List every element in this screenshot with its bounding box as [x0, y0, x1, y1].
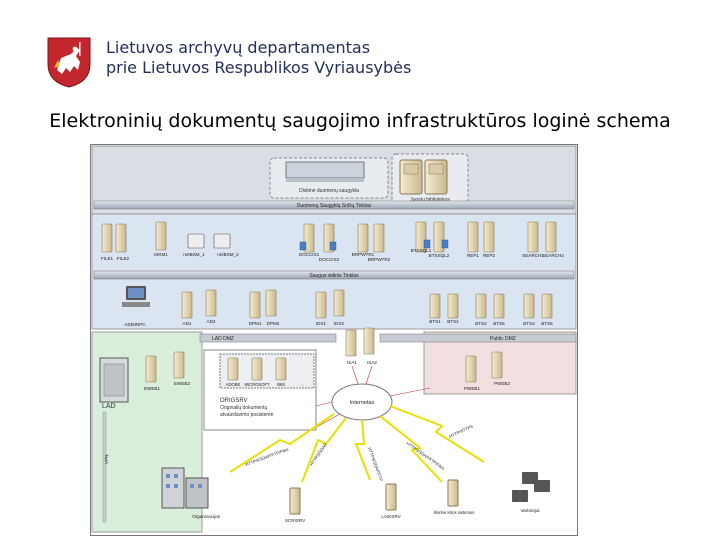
page-title: Elektroninių dokumentų saugojimo infrast…	[49, 110, 671, 132]
server-label-doccix2: DOCCIX2	[319, 257, 340, 262]
server-label-netbsm2: netBSM_2	[217, 252, 239, 257]
server-label-idx1: IDX1	[316, 321, 327, 326]
server-row-2-icons	[181, 289, 553, 319]
server-label-brpwtr2: BRPWTR2	[368, 257, 391, 262]
server-label-bts3: BTS3	[523, 321, 535, 326]
pweb-server-icons	[465, 351, 503, 383]
server-label-brpwtr1: BRPWTR1	[352, 252, 375, 257]
eweb2-label: EWEB2	[174, 381, 191, 386]
tape-label: Juostų bibliotekos	[410, 197, 450, 203]
lad-label: LAD	[102, 403, 116, 410]
client-laiksrv-label: LAIKSRV	[381, 514, 401, 519]
server-label-bts5: BTS5	[493, 321, 505, 326]
app-label-adobe: ADOBE	[226, 382, 241, 387]
san-bus	[93, 200, 575, 210]
pweb2-label: PWEB2	[494, 381, 511, 386]
vpn-link	[102, 411, 107, 523]
origsrv-app-servers	[227, 357, 287, 381]
eweb-server-icons	[145, 351, 185, 383]
db-cylinders	[299, 239, 449, 251]
client-external-system-label: Išorinė Kitos sistemos	[434, 510, 475, 515]
app-label-more: ...	[300, 382, 304, 387]
origsrv-desc-1: Originalių dokumentų	[220, 405, 267, 411]
public-dmz-bar	[379, 333, 577, 343]
server-label-btssql1: BTSSQL1	[411, 248, 432, 253]
storage-label: Diskinė duomenų saugykla	[299, 188, 359, 194]
server-label-idx2: IDX2	[334, 321, 345, 326]
tape-library-icon	[399, 159, 448, 195]
server-label-search2: SEARCH2	[542, 253, 564, 258]
organization-name-line1: Lietuvos archyvų departamentas	[106, 38, 371, 57]
inner-network-bus	[93, 270, 575, 280]
server-label-file1: FILE1	[101, 256, 114, 261]
pweb1-label: PWEB1	[464, 386, 481, 391]
server-label-file2: FILE2	[117, 256, 130, 261]
server-label-rep1: REP1	[467, 253, 479, 258]
san-bus-label: Duomenų Saugyklų Sričių Tinklas	[297, 203, 372, 209]
server-label-bts4: BTS4	[447, 319, 459, 324]
isa1-label: ISA1	[347, 360, 357, 365]
external-system-server-icon	[447, 479, 459, 507]
isa-server-icons	[345, 327, 375, 357]
server-label-ad1: AD1	[183, 321, 192, 326]
server-label-dpm2: DPM2	[267, 321, 280, 326]
server-label-search1: SEARCH1	[522, 253, 544, 258]
admin-pc-icon	[122, 286, 150, 307]
app-label-ibm: IBM	[277, 382, 285, 387]
lad-dmz-label: LAD DMZ	[212, 336, 234, 342]
server-label-bts2: BTS2	[475, 321, 487, 326]
laiksrv-server-icon	[385, 483, 397, 511]
client-scrisrv-label: SCRISRV	[285, 518, 306, 523]
organization-header: Lietuvos archyvų departamentas prie Liet…	[44, 36, 464, 92]
server-label-mgm1: MGM1	[154, 252, 168, 257]
organizations-building-icon	[161, 467, 209, 509]
origsrv-desc-2: atvaizdavimo posistemė	[220, 412, 274, 418]
internet-label: Internetas	[350, 400, 375, 406]
server-label-adminpc: ADMINPC	[124, 322, 146, 327]
infrastructure-diagram: Diskinė duomenų saugykla Juostų bibliote…	[90, 144, 578, 536]
lad-dmz-bar	[199, 333, 337, 343]
origsrv-title: ORIGSRV	[220, 398, 248, 404]
server-label-bts6: BTS6	[541, 321, 553, 326]
lad-server-icon	[99, 357, 129, 403]
lightning-links	[229, 405, 485, 483]
scrisrv-server-icon	[289, 487, 301, 515]
lithuania-coat-of-arms-logo	[47, 37, 91, 88]
eweb1-label: EWEB1	[144, 386, 161, 391]
server-label-dpm1: DPM1	[249, 321, 262, 326]
organization-name-line2: prie Lietuvos Respublikos Vyriausybės	[106, 58, 412, 77]
server-label-btssql2: BTSSQL2	[429, 253, 450, 258]
server-label-doccix1: DOCCIX1	[299, 252, 320, 257]
isa2-label: ISA2	[367, 360, 377, 365]
inner-network-label: Saugus vidinis Tinklas	[309, 273, 359, 279]
server-label-bts1: BTS1	[429, 319, 441, 324]
client-users-label: Vartotojai	[520, 508, 539, 513]
users-computers-icon	[512, 472, 550, 502]
server-label-ad2: AD2	[207, 319, 216, 324]
public-dmz-label: Public DMZ	[490, 336, 516, 342]
vpn-label: VPN	[104, 455, 109, 464]
server-label-rep2: REP2	[483, 253, 495, 258]
client-organizations-label: Organizacijos	[192, 514, 221, 519]
server-label-netbsm1: netBSM_1	[183, 252, 205, 257]
app-label-microsoft: MICROSOFT	[244, 382, 270, 387]
